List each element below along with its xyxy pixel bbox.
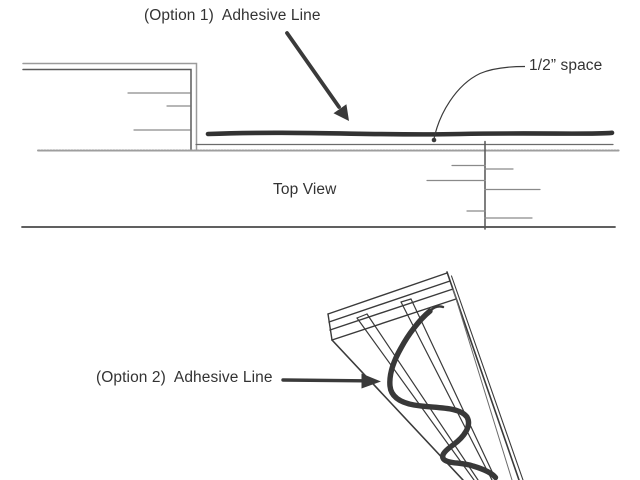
half-space-label: 1/2” space	[529, 57, 603, 74]
adhesive-bead-option1	[205, 130, 615, 137]
option1-label: (Option 1) Adhesive Line	[144, 7, 321, 24]
option1-arrowhead	[333, 104, 349, 121]
board-ribs	[356, 298, 497, 480]
board-end-strip	[327, 272, 457, 341]
half-space-leader	[431, 65, 526, 143]
option1-arrow	[285, 31, 349, 121]
top-view-label: Top View	[273, 181, 337, 198]
upper-board-outline-outer	[22, 62, 198, 151]
top-view-drawing	[21, 62, 621, 230]
upper-board-grain	[127, 92, 191, 131]
upper-board-outline-inner	[22, 68, 192, 151]
adhesive-bead-option2	[387, 308, 499, 480]
lower-board-grain	[426, 164, 541, 219]
option2-label: (Option 2) Adhesive Line	[96, 369, 273, 386]
perspective-drawing	[327, 271, 524, 480]
leader-dot	[431, 137, 437, 143]
